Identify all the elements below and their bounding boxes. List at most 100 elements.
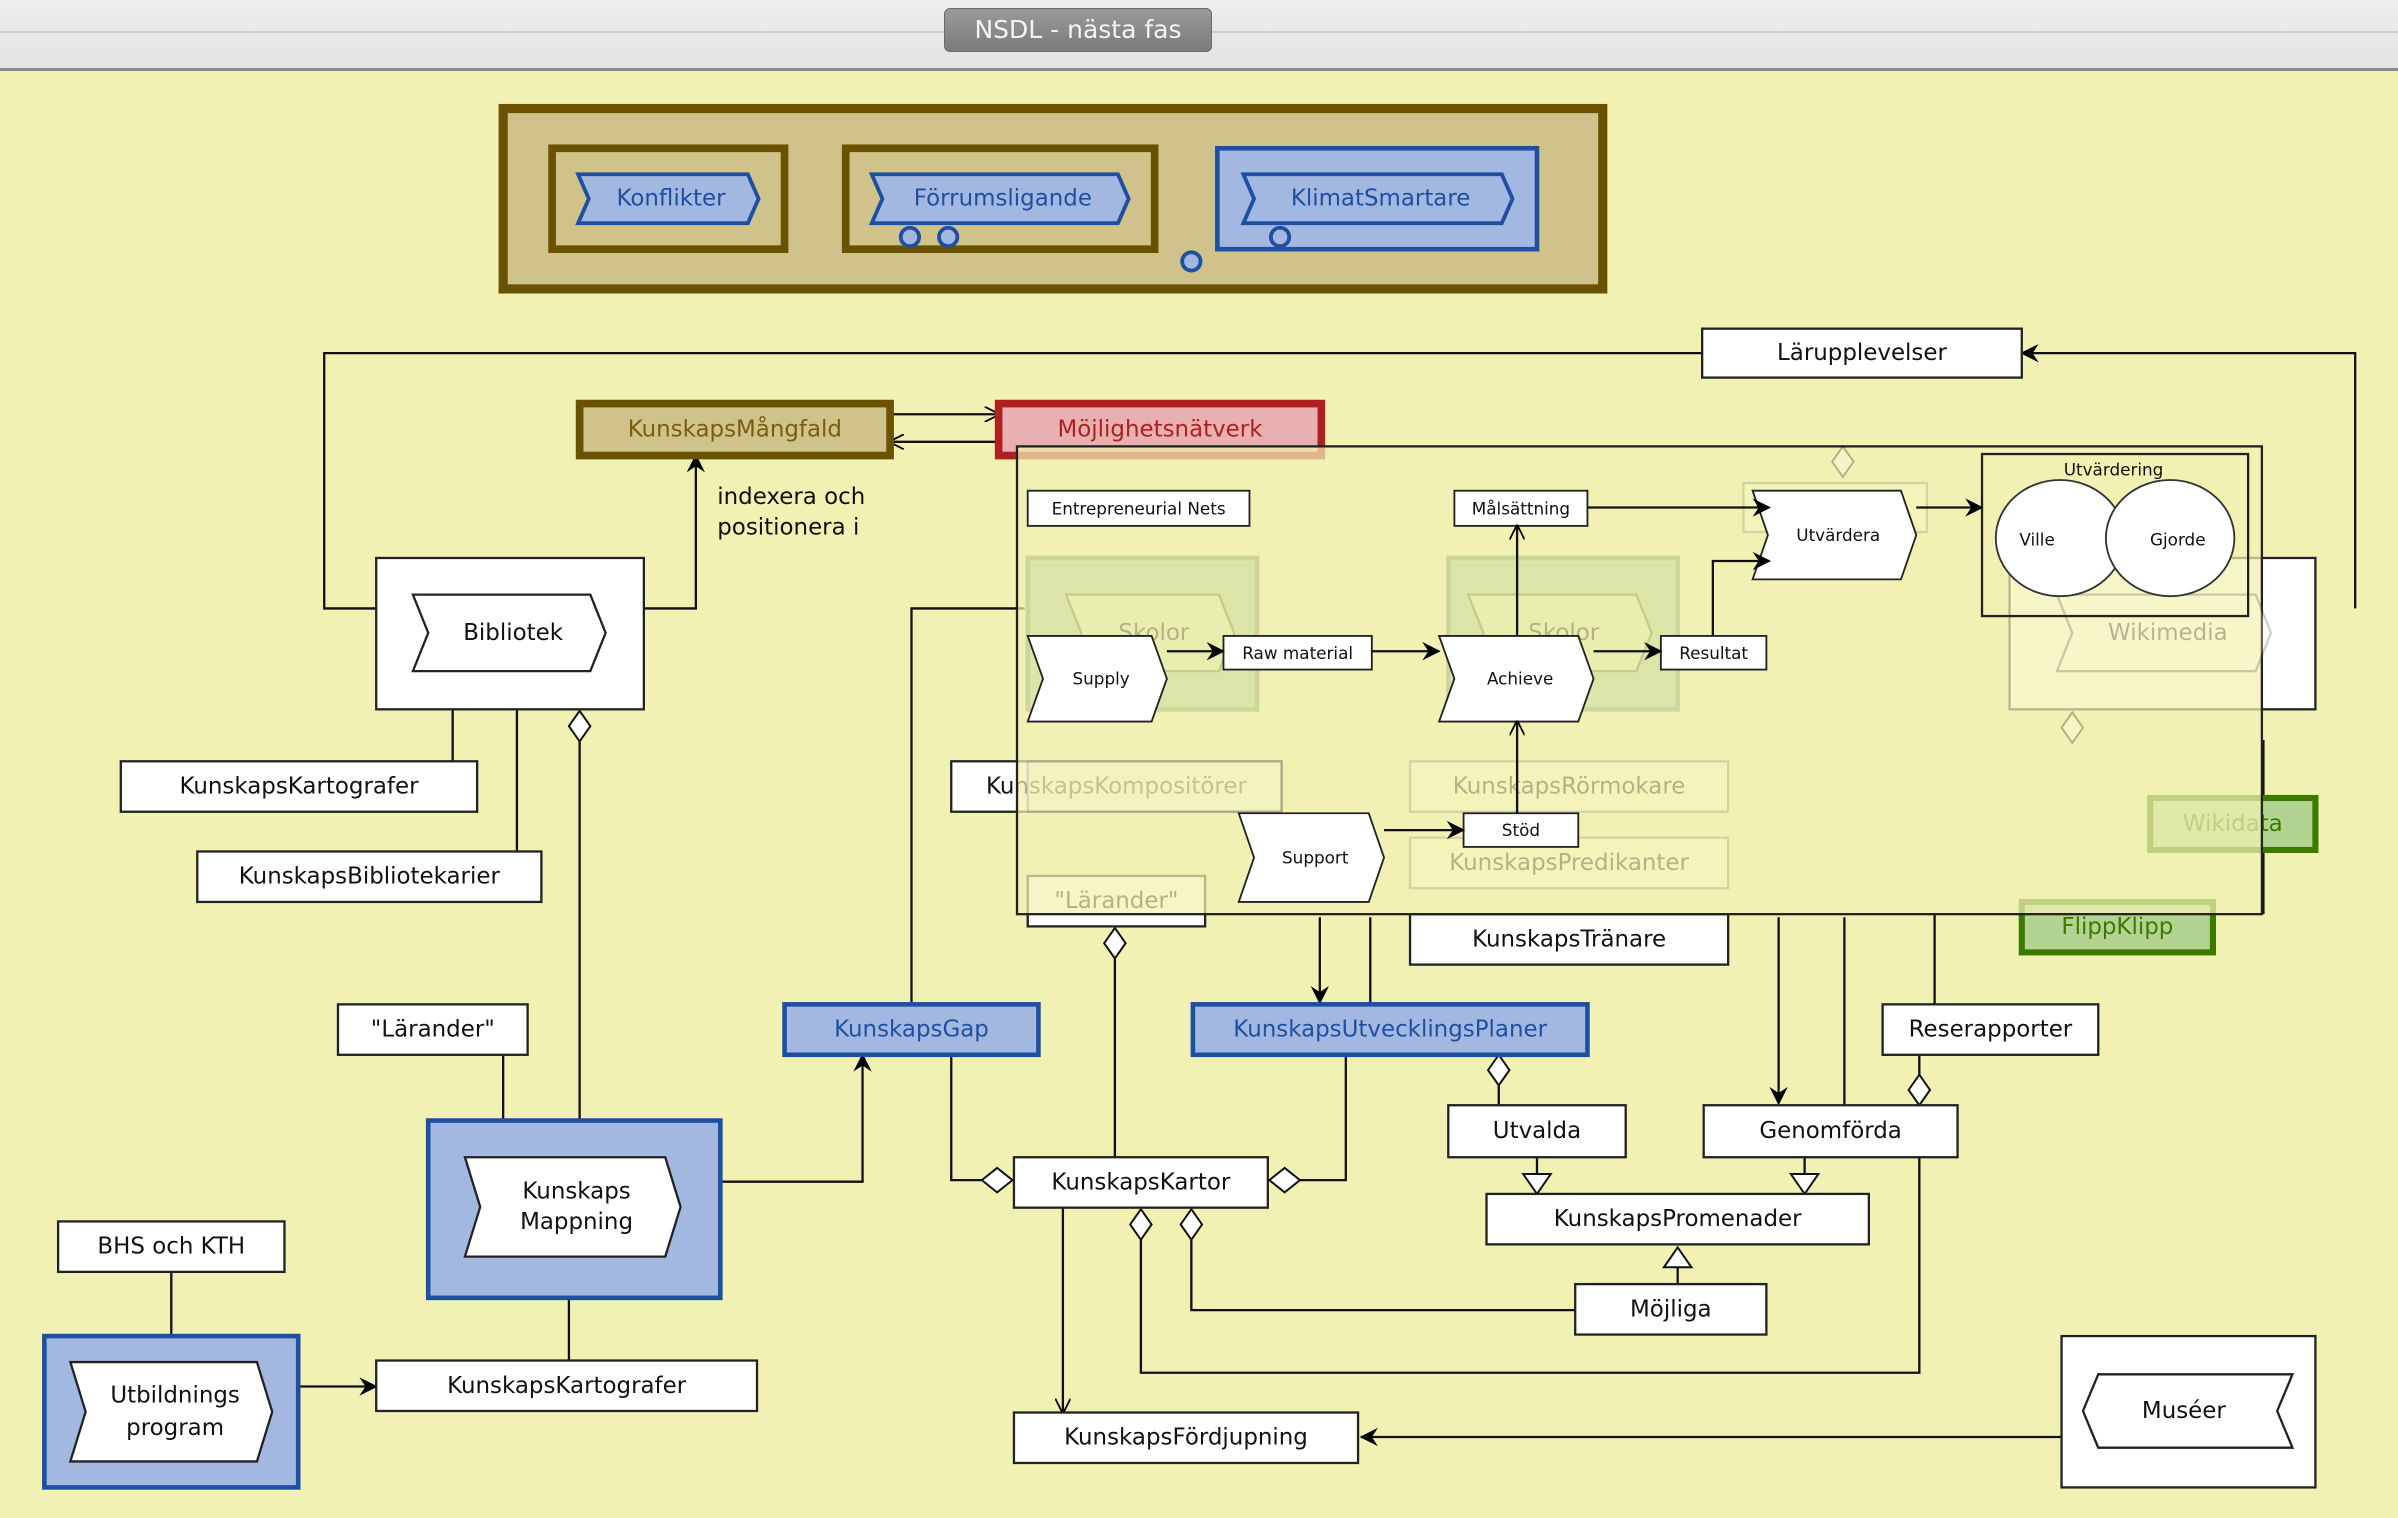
- node-kunskapsfordjupning[interactable]: KunskapsFördjupning: [1012, 1411, 1360, 1465]
- node-larander-left-shape: [336, 1003, 529, 1056]
- node-entrepreneurial-nets-shape: [1026, 489, 1251, 527]
- aggregation-diamond-mojliga: [1179, 1207, 1204, 1242]
- node-kunskapstranare-label: KunskapsTränare: [1472, 926, 1666, 952]
- node-bibliotek-shape: [411, 593, 607, 673]
- node-kunskapskartor[interactable]: KunskapsKartor: [1012, 1156, 1269, 1209]
- node-malsattning-label: Målsättning: [1472, 498, 1570, 518]
- container-utvardering-label: Utvärdering: [2064, 459, 2164, 479]
- node-larupplevelser[interactable]: Lärupplevelser: [1701, 327, 2023, 379]
- node-kunskapsfordjupning-label: KunskapsFördjupning: [1064, 1425, 1308, 1451]
- node-resultat[interactable]: Resultat: [1659, 635, 1768, 671]
- node-kunskapskartografer-bottom[interactable]: KunskapsKartografer: [375, 1359, 759, 1413]
- node-kunskapstranare[interactable]: KunskapsTränare: [1408, 913, 1730, 966]
- node-kunskapskartor-shape: [1012, 1156, 1269, 1209]
- tag-konflikter[interactable]: Konflikter: [575, 172, 761, 226]
- node-museer-label: Muséer: [2142, 1398, 2226, 1424]
- node-supply[interactable]: Supply: [1026, 635, 1168, 723]
- node-utvalda-label: Utvalda: [1493, 1118, 1581, 1144]
- node-wikimedia-label: Wikimedia: [2108, 620, 2228, 646]
- node-bibliotek-label: Bibliotek: [463, 620, 564, 646]
- node-mojlighetsnatverk-label: Möjlighetsnätverk: [1058, 417, 1264, 443]
- circle-ville-label: Ville: [2019, 530, 2054, 550]
- category-group: Konflikter Förrumsligande KlimatSmartare: [498, 103, 1608, 294]
- node-kunskapsgap[interactable]: KunskapsGap: [782, 1002, 1041, 1058]
- node-reserapporter[interactable]: Reserapporter: [1881, 1003, 2100, 1056]
- node-resultat-label: Resultat: [1679, 643, 1748, 663]
- node-larander-left[interactable]: "Lärander": [336, 1003, 529, 1056]
- node-mojliga-shape: [1574, 1282, 1768, 1336]
- node-utvalda[interactable]: Utvalda: [1447, 1104, 1627, 1159]
- aggregation-diamond-kartor-right: [1267, 1166, 1302, 1194]
- node-larupplevelser-label: Lärupplevelser: [1777, 340, 1947, 366]
- node-bibliotek[interactable]: Bibliotek: [411, 593, 607, 673]
- edge-wikimedia-larupplevelser: [2020, 343, 2357, 609]
- node-utvalda-shape: [1447, 1104, 1627, 1159]
- port-circle-icon: [1180, 250, 1203, 273]
- node-kunskapskartografer-top[interactable]: KunskapsKartografer: [119, 760, 479, 813]
- aggregation-diamond-kartor-left: [980, 1166, 1015, 1194]
- port-circle-icon: [1268, 225, 1292, 249]
- node-kunskapskartografer-top-label: KunskapsKartografer: [179, 774, 419, 800]
- node-kunskapsutvecklingsplaner[interactable]: KunskapsUtvecklingsPlaner: [1190, 1002, 1590, 1058]
- tag-klimatsmartare[interactable]: KlimatSmartare: [1240, 172, 1515, 226]
- node-kunskapsbibliotekarier-label: KunskapsBibliotekarier: [239, 864, 501, 890]
- tag-konflikter-shape: [575, 172, 761, 226]
- node-museer[interactable]: Muséer: [2081, 1373, 2295, 1449]
- edge-gap-up: [910, 607, 1025, 1005]
- node-stod[interactable]: Stöd: [1462, 812, 1580, 848]
- node-wikimedia[interactable]: Wikimedia: [2055, 593, 2273, 673]
- tag-klimatsmartare-shape: [1240, 172, 1515, 226]
- node-entrepreneurial-nets[interactable]: Entrepreneurial Nets: [1026, 489, 1251, 527]
- node-kunskapskartografer-bottom-label: KunskapsKartografer: [447, 1373, 687, 1399]
- tag-forrumsligande-label: Förrumsligande: [914, 186, 1092, 212]
- node-bhs-kth-label: BHS och KTH: [97, 1234, 245, 1260]
- port-circle-icon: [937, 225, 960, 249]
- tag-klimatsmartare-label: KlimatSmartare: [1291, 186, 1471, 212]
- node-reserapporter-shape: [1881, 1003, 2100, 1056]
- node-bhs-kth-shape: [56, 1220, 286, 1274]
- node-kunskapsgap-label: KunskapsGap: [834, 1017, 989, 1043]
- aggregation-diamond-bibliotek: [567, 709, 592, 744]
- node-kunskapsmangfald-shape: [575, 399, 894, 460]
- node-resultat-shape: [1659, 635, 1768, 671]
- node-kunskapsbibliotekarier-shape: [196, 850, 543, 904]
- node-kunskaps-mappning-label-line-2: Mappning: [520, 1209, 633, 1235]
- node-kunskapsfordjupning-shape: [1012, 1411, 1360, 1465]
- node-support[interactable]: Support: [1237, 812, 1386, 903]
- circle-ville[interactable]: [1994, 479, 2126, 598]
- node-kunskapspromenader[interactable]: KunskapsPromenader: [1485, 1192, 1870, 1246]
- node-achieve-shape: [1437, 635, 1595, 723]
- node-kunskapsbibliotekarier[interactable]: KunskapsBibliotekarier: [196, 850, 543, 904]
- node-kunskapsmangfald[interactable]: KunskapsMångfald: [575, 399, 894, 460]
- container-utvardering-shape: [1980, 452, 2250, 618]
- edge-label-indexera-line-2: positionera i: [717, 514, 859, 540]
- generalization-triangle-genomforda: [1788, 1173, 1821, 1196]
- circle-gjorde[interactable]: [2104, 479, 2236, 598]
- node-kunskaps-mappning-shape: [463, 1156, 682, 1258]
- node-achieve-label: Achieve: [1487, 669, 1553, 689]
- node-malsattning[interactable]: Målsättning: [1453, 489, 1589, 527]
- node-kunskaps-mappning-label-line-1: Kunskaps: [522, 1179, 630, 1205]
- node-mojliga[interactable]: Möjliga: [1574, 1282, 1768, 1336]
- aggregation-diamond-utvalda: [1486, 1053, 1511, 1088]
- container-utvardering[interactable]: [1980, 452, 2250, 618]
- node-raw-material-label: Raw material: [1242, 643, 1353, 663]
- node-raw-material[interactable]: Raw material: [1222, 635, 1373, 671]
- node-kunskapsrormokare[interactable]: KunskapsRörmokare: [1408, 760, 1730, 813]
- tag-forrumsligande[interactable]: Förrumsligande: [868, 172, 1131, 226]
- node-kunskapsrormokare-shape: [1408, 760, 1730, 813]
- node-genomforda[interactable]: Genomförda: [1702, 1104, 1959, 1159]
- generalization-triangle-mojliga: [1662, 1245, 1694, 1269]
- faded-cover-kompositorer[interactable]: [1026, 760, 1283, 813]
- node-larander-left-label: "Lärander": [371, 1017, 495, 1043]
- node-achieve[interactable]: Achieve: [1437, 635, 1595, 723]
- node-bhs-kth[interactable]: BHS och KTH: [56, 1220, 286, 1274]
- node-utvardera[interactable]: Utvärdera: [1751, 489, 1918, 581]
- node-kunskapskartografer-top-shape: [119, 760, 479, 813]
- node-museer-shape: [2081, 1373, 2295, 1449]
- node-utbildningsprogram-label-line-1: Utbildnings: [110, 1383, 240, 1409]
- node-stod-shape: [1462, 812, 1580, 848]
